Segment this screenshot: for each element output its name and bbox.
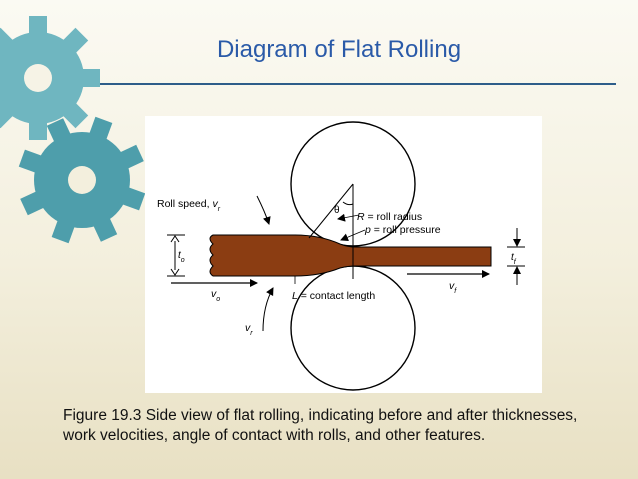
gear-icon (0, 16, 100, 140)
exit-velocity-label: vf (449, 280, 457, 295)
flat-rolling-diagram: θ R = roll radius p = roll pressure Roll… (145, 116, 542, 393)
lower-roll-rotation-arrow (262, 287, 274, 332)
title-divider (100, 83, 616, 85)
slide-title: Diagram of Flat Rolling (216, 36, 462, 63)
initial-thickness-label: to (178, 250, 185, 264)
entry-velocity-label: vo (211, 288, 220, 303)
gear-icon (18, 116, 146, 244)
roll-surface-speed-label: vr (245, 322, 253, 337)
theta-label: θ (334, 205, 340, 216)
workpiece (209, 234, 492, 277)
angle-arc (342, 201, 354, 206)
lower-roll (290, 265, 416, 391)
roll-radius-label: R = roll radius (357, 211, 422, 223)
roll-speed-label: Roll speed, vr (157, 198, 221, 213)
contact-length-label: L = contact length (292, 290, 375, 302)
roll-pressure-label: p = roll pressure (364, 224, 441, 236)
figure-caption: Figure 19.3 Side view of flat rolling, i… (63, 407, 578, 444)
radius-line (308, 183, 354, 239)
decorative-gears (0, 16, 146, 244)
final-thickness-label: tf (511, 252, 517, 266)
upper-roll-rotation-arrow (256, 195, 271, 225)
